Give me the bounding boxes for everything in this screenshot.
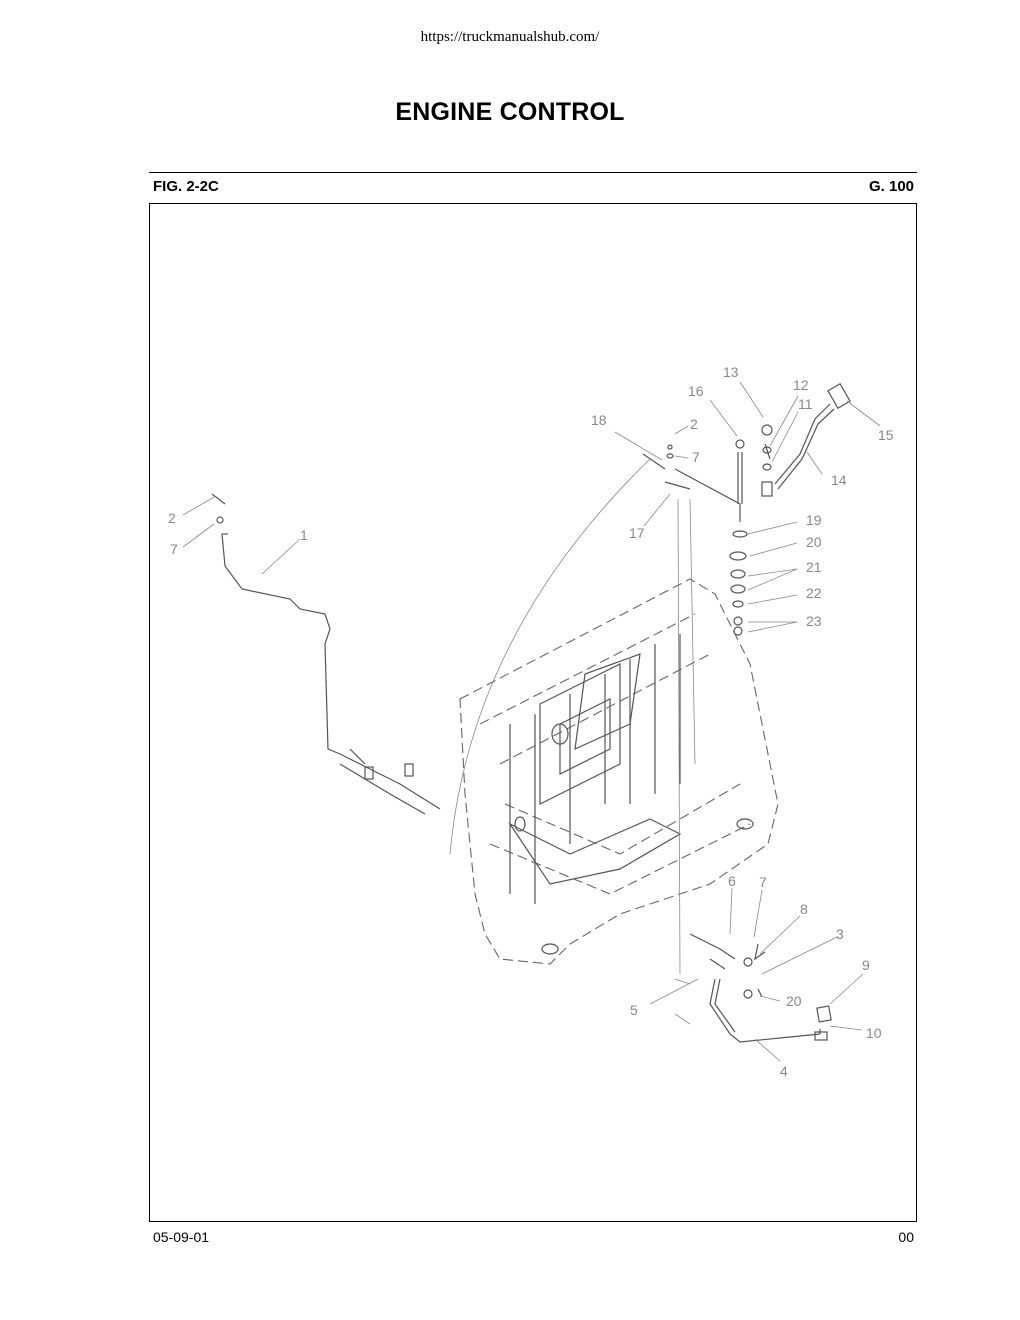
- callout-2-left: 2: [168, 510, 176, 526]
- callout-leaders: [182, 381, 881, 1062]
- callout-10: 10: [866, 1025, 882, 1041]
- cab-frame: [449, 458, 779, 975]
- callout-5: 5: [630, 1002, 638, 1018]
- footer-date: 05-09-01: [153, 1229, 210, 1245]
- callout-21: 21: [806, 559, 822, 575]
- callout-19: 19: [806, 512, 822, 528]
- callout-20-upper: 20: [806, 534, 822, 550]
- callout-7-left: 7: [170, 541, 178, 557]
- source-url[interactable]: https://truckmanualshub.com/: [420, 29, 600, 45]
- group-label: G. 100: [868, 178, 914, 195]
- callout-3: 3: [836, 926, 844, 942]
- callout-7-upper: 7: [692, 449, 700, 465]
- callout-13: 13: [723, 364, 739, 380]
- callout-2-upper: 2: [690, 416, 698, 432]
- control-rod-assembly: [211, 493, 441, 815]
- callout-23: 23: [806, 613, 822, 629]
- callout-14: 14: [831, 472, 847, 488]
- callout-7-lower: 7: [759, 874, 767, 890]
- callout-18: 18: [591, 412, 607, 428]
- callout-4: 4: [780, 1063, 788, 1079]
- callout-17: 17: [629, 525, 645, 541]
- callout-1: 1: [300, 527, 308, 543]
- callout-9: 9: [862, 957, 870, 973]
- callout-8: 8: [800, 901, 808, 917]
- callout-11: 11: [798, 396, 813, 412]
- callout-16: 16: [688, 383, 704, 399]
- lower-pedal-assembly: [674, 933, 832, 1043]
- callout-6: 6: [728, 873, 736, 889]
- callout-22: 22: [806, 585, 822, 601]
- callout-12: 12: [793, 377, 809, 393]
- callout-15: 15: [878, 427, 894, 443]
- figure-frame: 13 16 12 11 15 18 2 7 14 17 19 20 21 22 …: [149, 203, 917, 1222]
- callout-20-lower: 20: [786, 993, 802, 1009]
- header-rule: [149, 172, 917, 173]
- exploded-parts-diagram: 13 16 12 11 15 18 2 7 14 17 19 20 21 22 …: [168, 364, 894, 1079]
- page-title: ENGINE CONTROL: [395, 98, 625, 126]
- footer-page-number: 00: [898, 1229, 914, 1245]
- callout-labels: 13 16 12 11 15 18 2 7 14 17 19 20 21 22 …: [168, 364, 894, 1079]
- upper-lever-assembly: [642, 383, 851, 636]
- figure-label: FIG. 2-2C: [153, 178, 219, 195]
